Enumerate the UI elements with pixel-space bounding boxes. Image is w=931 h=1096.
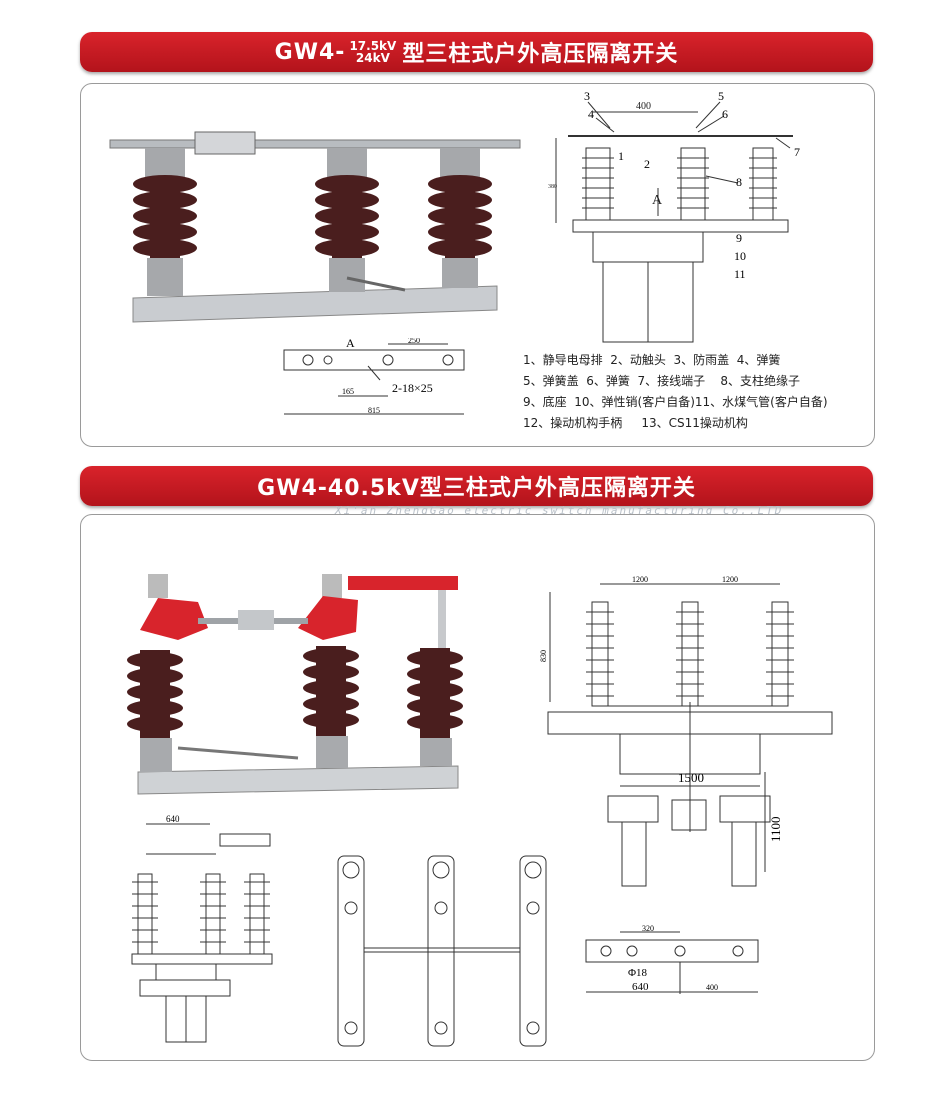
section2-top-view-drawing [337,855,547,1047]
red-cap-left [140,598,208,640]
section1-title-suffix: 型三柱式户外高压隔离开关 [402,42,679,67]
top-view-pole-2 [427,855,455,1047]
legend-line: 9、底座 10、弹性销(客户自备)11、水煤气管(客户自备) [523,395,828,409]
section1-base-plan: A 250 2-18×25 165 815 [283,338,465,415]
section2-title-banner: GW4-40.5kV型三柱式户外高压隔离开关 [80,466,873,506]
insulator-right-40kv [407,648,463,740]
section2-side-drawing: 640 [131,814,273,1043]
dim-span-a: 1200 [632,575,648,584]
drawn-pole-3 [766,601,794,707]
voltage-top: 17.5kV [349,39,397,53]
dim-base-phi: Φ18 [628,967,648,979]
drawn-insulator-2 [677,147,709,221]
section1-title-banner: GW4- 17.5kV 24kV 型三柱式户外高压隔离开关 [80,32,873,72]
drawn-pole-2 [676,601,704,707]
callout-4: 4 [588,107,594,121]
section2-title: GW4-40.5kV型三柱式户外高压隔离开关 [257,476,696,501]
dim-top-span: 400 [636,101,651,112]
company-watermark: Xi'an ZhengGao electric switch manufactu… [335,504,784,517]
legend-line: 5、弹簧盖 6、弹簧 7、接线端子 8、支柱绝缘子 [523,374,801,388]
top-view-pole-3 [519,855,547,1047]
insulator-middle [315,148,379,292]
insulator-right [428,148,492,288]
callout-7: 7 [794,145,800,159]
view-arrow-label: A [652,193,663,208]
dim-mech: 1100 [768,816,783,842]
drawn-pole-1 [586,601,614,707]
callout-3: 3 [584,89,590,103]
drawn-insulator-3 [749,147,777,221]
callout-10: 10 [734,249,746,263]
section2-elevation-drawing: 1200 1200 830 1500 1100 [540,575,833,887]
callout-8: 8 [736,175,742,189]
voltage-bottom: 24kV [355,51,390,65]
section1-parts-legend: 1、静导电母排 2、动触头 3、防雨盖 4、弹簧 5、弹簧盖 6、弹簧 7、接线端… [523,350,828,434]
dim-span-b: 1200 [722,575,738,584]
drawn-insulator-1 [582,147,614,221]
callout-2: 2 [644,157,650,171]
section1-product-photo [109,131,521,323]
top-view-pole-1 [337,855,365,1047]
insulator-middle-40kv [303,646,359,738]
insulator-left-40kv [127,650,183,740]
section2-base-plate-drawing: 320 Φ18 640 400 [585,924,759,994]
dim-length: 815 [368,406,380,415]
legend-line: 12、操动机构手柄 13、CS11操动机构 [523,416,748,430]
callout-1: 1 [618,149,624,163]
red-cap-middle [298,596,358,640]
legend-line: 1、静导电母排 2、动触头 3、防雨盖 4、弹簧 [523,353,781,367]
insulator-left [133,148,197,296]
callout-6: 6 [722,107,728,121]
dim-hole-span: 250 [408,338,420,345]
callout-5: 5 [718,89,724,103]
dim-height-830: 830 [540,650,548,662]
dim-holes: 2-18×25 [392,381,433,395]
callout-11: 11 [734,267,746,281]
dim-height: 380 [548,184,557,190]
dim-side-span: 640 [166,814,180,824]
section1-title-prefix: GW4- [274,39,346,65]
view-label-a: A [346,338,355,350]
section2-product-photo [127,574,463,795]
callout-9: 9 [736,231,742,245]
section1-voltage-stack: 17.5kV 24kV [349,40,396,64]
section1-elevation-drawing: 400 380 A 3 4 1 2 5 6 7 8 9 10 11 [548,89,800,343]
dim-base-off: 400 [706,983,718,992]
dim-base-len: 640 [632,981,649,993]
dim-offset: 165 [342,387,354,396]
dim-base-hole: 320 [642,924,654,933]
dim-pipe: 1500 [678,770,704,785]
